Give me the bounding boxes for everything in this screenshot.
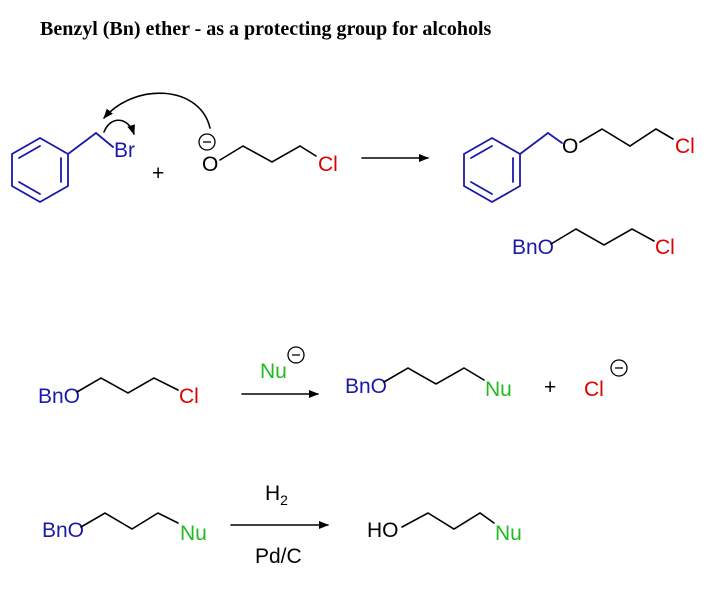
- chloride-charge-icon: [610, 359, 628, 377]
- catalyst-label: Pd/C: [255, 545, 302, 568]
- row3-chain: [80, 512, 179, 530]
- bno-label: BnO: [512, 236, 554, 259]
- row2-product-chain: [383, 367, 485, 385]
- nucleophilic-attack-arrow: [103, 92, 211, 129]
- benzyl-ether-product: O Cl: [463, 128, 695, 204]
- row3-bno-label: BnO: [42, 519, 84, 542]
- substrate-row2: BnO Cl: [38, 377, 199, 408]
- nu-charge-icon: [287, 346, 305, 364]
- bn-ether-shorthand: BnO Cl: [512, 228, 675, 259]
- ho-label: HO: [367, 519, 399, 542]
- substrate-row3: BnO Nu: [42, 512, 207, 545]
- electron-arrows: [103, 92, 211, 135]
- row2-bno-label: BnO: [38, 385, 80, 408]
- row3-product-chain: [401, 512, 495, 530]
- plus-sign: +: [152, 162, 164, 185]
- row2-product-nu: Nu: [485, 378, 512, 401]
- page-title: Benzyl (Bn) ether - as a protecting grou…: [40, 18, 492, 40]
- product-oxygen-label: O: [562, 135, 578, 158]
- c-br-bond: [95, 132, 114, 148]
- oxygen-label: O: [202, 153, 218, 176]
- chloride-ion: Cl: [584, 359, 628, 401]
- product-row3: HO Nu: [367, 512, 522, 545]
- cl-label: Cl: [318, 153, 338, 176]
- nu-reagent-label: Nu: [260, 360, 287, 383]
- shorthand-cl-label: Cl: [655, 236, 675, 259]
- product-propyl-chain: [579, 128, 674, 147]
- h2-label: H2: [265, 482, 288, 508]
- product-row2: BnO Nu: [345, 367, 512, 401]
- chloride-label: Cl: [584, 378, 604, 401]
- product-benzene-ring: [463, 136, 521, 204]
- product-cl-label: Cl: [675, 135, 695, 158]
- chloropropoxide: O Cl: [198, 133, 338, 176]
- row2-product-bno: BnO: [345, 375, 387, 398]
- plus-sign-2: +: [544, 376, 556, 399]
- benzyl-bromide: Br: [11, 132, 135, 204]
- row2-cl-label: Cl: [179, 385, 199, 408]
- row2-chain: [76, 377, 179, 394]
- negative-charge-icon: [198, 133, 216, 151]
- benzylic-bond: [67, 132, 97, 155]
- shorthand-chain: [550, 228, 655, 246]
- hydrogen-reagent: H2: [265, 482, 288, 508]
- row3-product-nu: Nu: [495, 522, 522, 545]
- row3-nu-label: Nu: [180, 522, 207, 545]
- propyl-chain: [219, 145, 317, 163]
- benzene-ring: [11, 136, 69, 204]
- br-label: Br: [114, 139, 135, 162]
- nucleophile-reagent: Nu: [260, 346, 305, 383]
- leaving-group-arrow: [103, 119, 135, 135]
